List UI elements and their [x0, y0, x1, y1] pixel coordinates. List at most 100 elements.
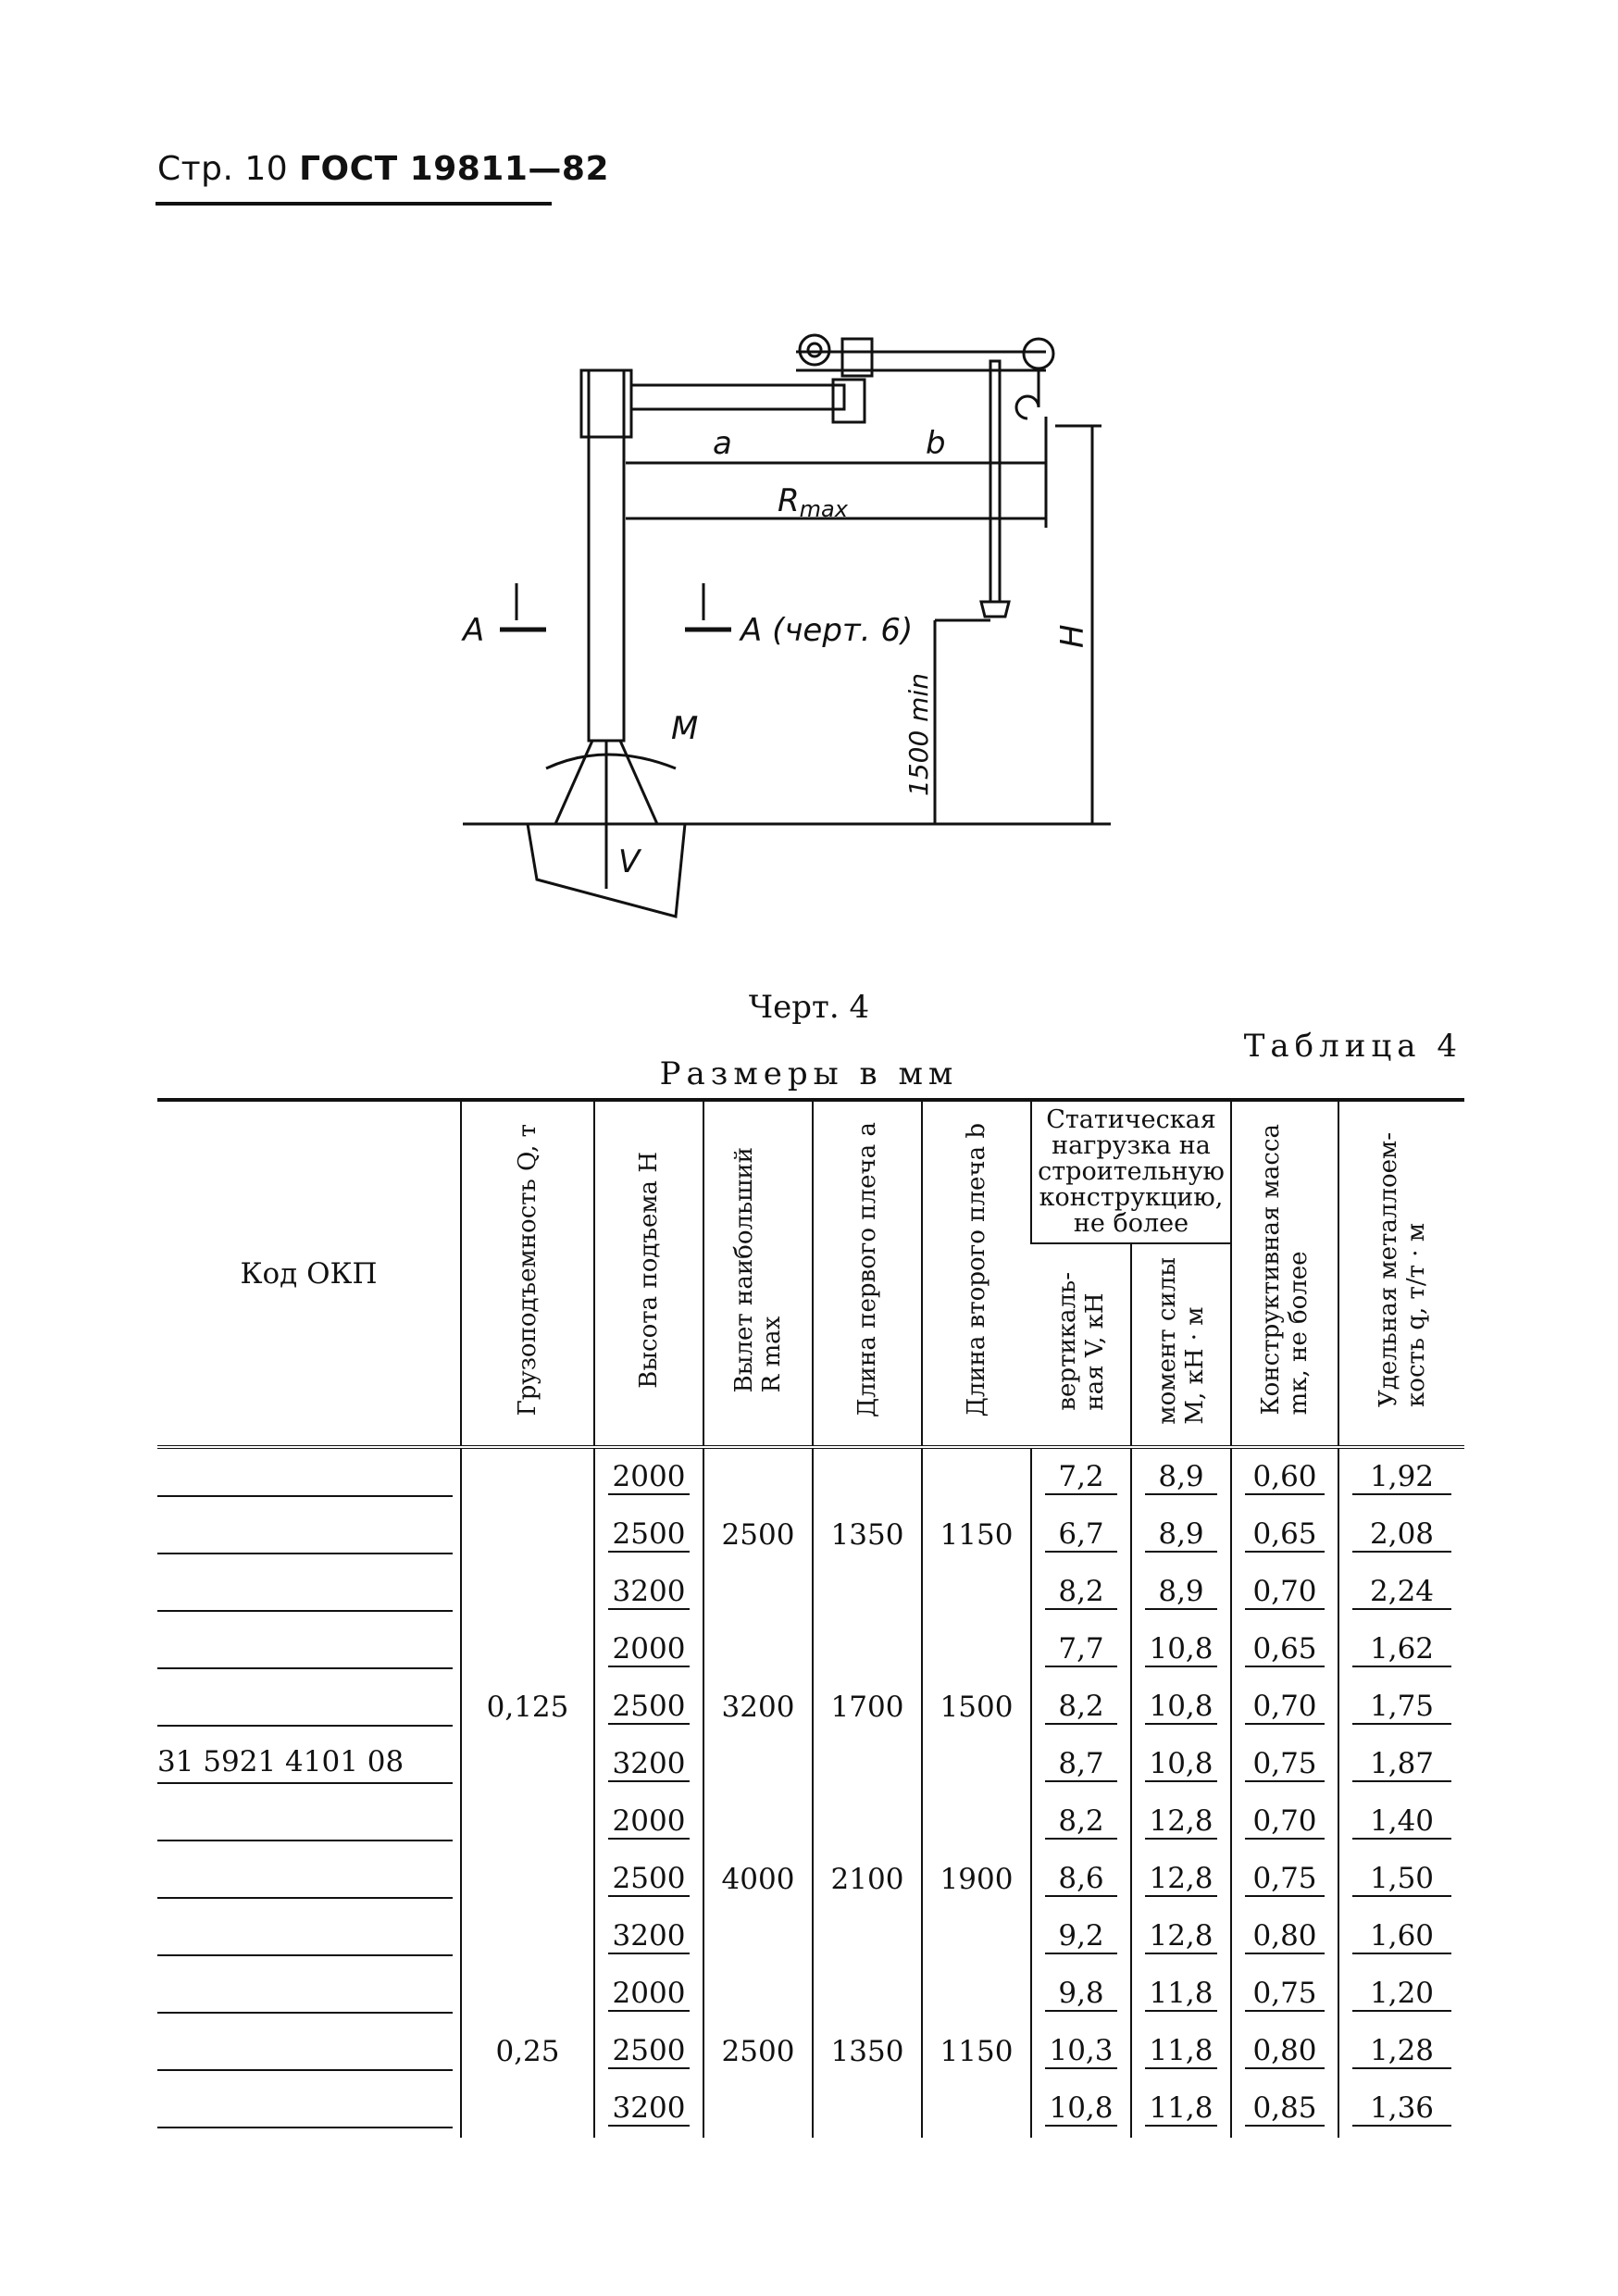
mass-cell: 0,65: [1230, 1621, 1339, 1678]
vertical-load-cell-value: 8,2: [1045, 1804, 1117, 1840]
arm1-cell: 2100: [812, 1793, 922, 1965]
standard-title: ГОСТ 19811—82: [299, 150, 610, 188]
page-header: Стр. 10 ГОСТ 19811—82: [157, 150, 609, 188]
column: [587, 368, 626, 742]
height-cell: 2500: [593, 2023, 703, 2080]
arm2-cell: 1500: [921, 1621, 1031, 1793]
mass-cell: 0,75: [1230, 1965, 1339, 2023]
mass-cell-value: 0,60: [1245, 1460, 1326, 1495]
mass-cell-value: 0,80: [1245, 2034, 1326, 2069]
moment-cell-value: 12,8: [1145, 1862, 1218, 1897]
specific-cell: 1,28: [1338, 2023, 1465, 2080]
header-reach: Вылет наибольший R max: [703, 1098, 813, 1449]
code-blank-line: [157, 1573, 453, 1612]
header-capacity: Грузоподъемность Q, т: [460, 1098, 594, 1449]
code-blank-line: [157, 1803, 453, 1841]
moment-cell: 11,8: [1129, 1965, 1232, 2023]
height-cell-value: 3200: [608, 1575, 690, 1610]
moment-cell-value: 8,9: [1145, 1575, 1218, 1610]
label-moment: M: [671, 710, 698, 747]
specific-cell: 1,62: [1338, 1621, 1465, 1678]
code-cell: [157, 1678, 461, 1736]
label-min-height: 1500 min: [903, 673, 934, 796]
header-code: Код ОКП: [157, 1098, 461, 1449]
vertical-load-cell: 8,6: [1030, 1851, 1131, 1908]
vertical-load-cell: 7,7: [1030, 1621, 1131, 1678]
mass-cell-value: 0,75: [1245, 1977, 1326, 2012]
mass-cell-value: 0,85: [1245, 2091, 1326, 2127]
header-rule: [156, 202, 552, 206]
moment-cell: 12,8: [1129, 1793, 1232, 1851]
mass-cell: 0,70: [1230, 1793, 1339, 1851]
mass-cell: 0,85: [1230, 2080, 1339, 2138]
mass-cell-value: 0,70: [1245, 1575, 1326, 1610]
code-blank-line: [157, 1516, 453, 1554]
mass-cell-value: 0,70: [1245, 1804, 1326, 1840]
capacity-cell: 0,25: [460, 1965, 594, 2138]
specific-cell: 2,24: [1338, 1564, 1465, 1621]
header-height: Высота подъема H: [593, 1098, 703, 1449]
specific-cell-value: 2,24: [1352, 1575, 1452, 1610]
vertical-load-cell: 8,2: [1030, 1678, 1131, 1736]
vertical-load-cell-value: 8,2: [1045, 1690, 1117, 1725]
label-vertical: V: [618, 843, 642, 880]
vertical-load-cell-value: 7,2: [1045, 1460, 1117, 1495]
mass-cell-value: 0,75: [1245, 1747, 1326, 1782]
moment-cell: 11,8: [1129, 2023, 1232, 2080]
code-blank-line: [157, 1688, 453, 1727]
height-cell-value: 2500: [608, 1862, 690, 1897]
height-cell: 2000: [593, 1793, 703, 1851]
vertical-load-cell: 8,2: [1030, 1793, 1131, 1851]
specific-cell-value: 1,28: [1352, 2034, 1452, 2069]
moment-cell: 10,8: [1129, 1678, 1232, 1736]
header-vertical: вертикаль- ная V, кН: [1031, 1243, 1131, 1449]
height-cell-value: 2000: [608, 1632, 690, 1667]
label-a: a: [713, 425, 732, 462]
height-cell: 3200: [593, 1908, 703, 1965]
moment-cell-value: 10,8: [1145, 1747, 1218, 1782]
header-arm2: Длина второго плеча b: [921, 1098, 1031, 1449]
code-blank-line: [157, 1630, 453, 1669]
vertical-load-cell: 8,7: [1030, 1736, 1131, 1793]
moment-cell-value: 12,8: [1145, 1804, 1218, 1840]
specific-cell-value: 1,92: [1352, 1460, 1452, 1495]
specific-cell: 1,75: [1338, 1678, 1465, 1736]
label-rmax: Rmax: [778, 482, 849, 522]
specific-cell-value: 1,36: [1352, 2091, 1452, 2127]
specific-cell: 1,92: [1338, 1447, 1465, 1506]
mass-cell-value: 0,70: [1245, 1690, 1326, 1725]
height-cell-value: 2000: [608, 1804, 690, 1840]
specific-cell-value: 1,87: [1352, 1747, 1452, 1782]
mass-cell-value: 0,65: [1245, 1632, 1326, 1667]
height-cell: 2500: [593, 1506, 703, 1564]
moment-cell-value: 10,8: [1145, 1632, 1218, 1667]
arm1-cell: 1700: [812, 1621, 922, 1793]
specific-cell: 1,20: [1338, 1965, 1465, 2023]
height-cell: 3200: [593, 2080, 703, 2138]
mass-cell: 0,75: [1230, 1851, 1339, 1908]
code-cell: [157, 1908, 461, 1965]
specific-cell: 1,40: [1338, 1793, 1465, 1851]
load-rod: [989, 359, 1002, 604]
vertical-load-cell-value: 9,8: [1045, 1977, 1117, 2012]
label-b: b: [926, 425, 946, 462]
second-arm-joint: [840, 337, 874, 378]
dimensions-table: Код ОКП Грузоподъемность Q, т Высота под…: [157, 1098, 1465, 2138]
vertical-load-cell-value: 8,6: [1045, 1862, 1117, 1897]
specific-cell: 1,36: [1338, 2080, 1465, 2138]
header-arm1: Длина первого плеча a: [812, 1098, 922, 1449]
moment-cell-value: 8,9: [1145, 1460, 1218, 1495]
reach-cell: 2500: [703, 1447, 813, 1621]
code-cell: [157, 1447, 461, 1506]
moment-cell: 10,8: [1129, 1621, 1232, 1678]
code-blank-line: [157, 1860, 453, 1899]
specific-cell: 1,60: [1338, 1908, 1465, 1965]
code-blank-line: [157, 1975, 453, 2014]
